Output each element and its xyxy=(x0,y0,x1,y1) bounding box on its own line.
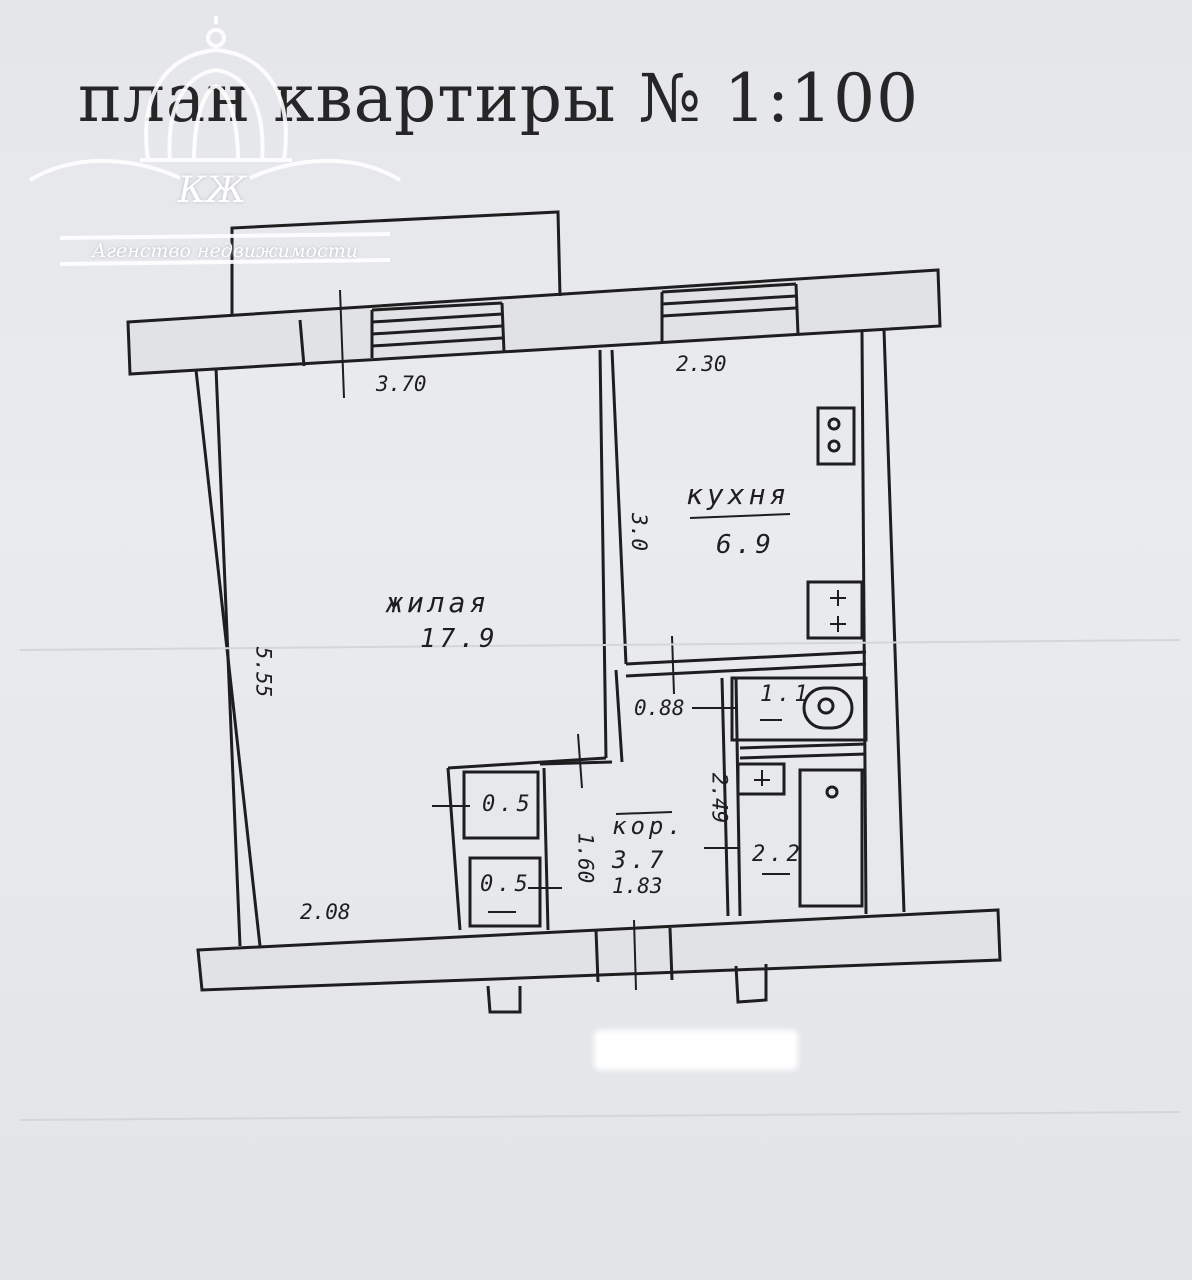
room-living-name: жилая xyxy=(386,586,491,619)
dim-kitchen-width: 2.30 xyxy=(676,352,727,376)
dim-living-width-bottom: 2.08 xyxy=(300,900,351,924)
bathtub xyxy=(798,768,864,908)
logo-monogram: КЖ xyxy=(178,170,247,211)
room-kitchen-area: 6.9 xyxy=(716,530,775,560)
room-corridor-name: кор. xyxy=(612,812,686,840)
right-wall xyxy=(860,331,868,915)
agency-logo xyxy=(28,16,402,266)
room-living-area: 17.9 xyxy=(420,624,499,654)
plan-title: план квартиры № 1:100 xyxy=(78,60,920,137)
dim-corridor-depth: 1.60 xyxy=(573,832,598,884)
room-wc-area: 1.1 xyxy=(760,682,812,707)
stove xyxy=(816,406,856,466)
dim-living-width-top: 3.70 xyxy=(376,372,427,396)
room-closet-top-area: 0.5 xyxy=(482,792,534,817)
balcony-outline xyxy=(230,210,562,316)
redacted-area xyxy=(594,1030,798,1070)
room-corridor-area: 3.7 xyxy=(612,846,668,874)
closet-bottom xyxy=(468,856,542,928)
dim-wc-width: 0.88 xyxy=(634,696,685,720)
partition-living-kitchen xyxy=(598,349,608,759)
sink xyxy=(736,762,786,796)
bottom-wall xyxy=(196,908,1002,992)
logo-caption: Агенство недвижимости xyxy=(92,240,358,262)
kitchen-sink xyxy=(806,580,864,640)
top-window-right xyxy=(660,282,800,342)
top-window-left xyxy=(370,301,506,358)
dim-kitchen-depth: 3.0 xyxy=(626,513,651,551)
top-wall-pier xyxy=(298,319,306,367)
room-closet-bottom-area: 0.5 xyxy=(480,872,532,897)
toilet-fixture xyxy=(802,686,854,730)
room-bath-area: 2.2 xyxy=(752,842,804,867)
room-kitchen-name: кухня xyxy=(686,478,791,511)
dim-living-depth: 5.55 xyxy=(251,646,276,698)
dim-bath-depth: 2.49 xyxy=(707,772,732,824)
top-wall xyxy=(126,268,942,376)
dim-corridor-width: 1.83 xyxy=(612,874,663,898)
